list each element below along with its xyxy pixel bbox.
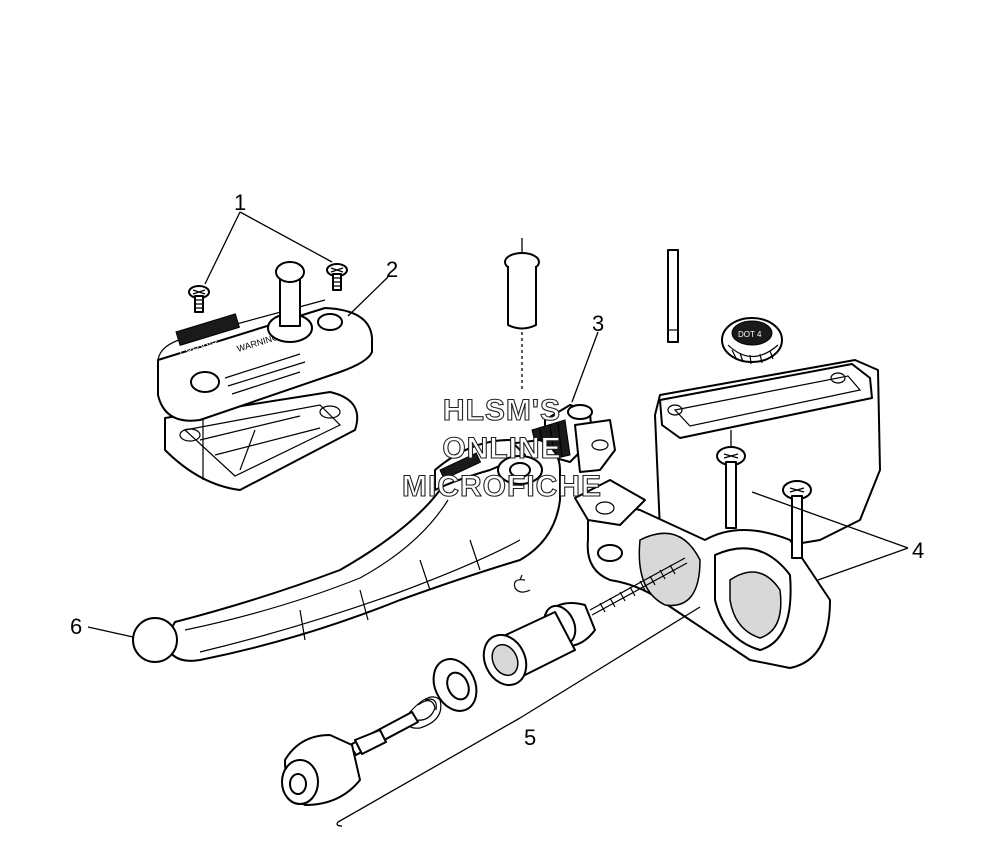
cover-screw-right bbox=[326, 263, 348, 291]
brake-lever bbox=[132, 439, 561, 663]
callout-6: 6 bbox=[70, 614, 82, 639]
leader-1a bbox=[204, 211, 241, 285]
clamp-bolt-front bbox=[782, 480, 812, 559]
leader-4a bbox=[751, 491, 909, 549]
leader-4b bbox=[817, 547, 909, 581]
callout-3: 3 bbox=[592, 311, 604, 336]
leader-1b bbox=[239, 211, 333, 263]
leader-3 bbox=[571, 331, 599, 403]
lever-pivot-pin bbox=[504, 238, 540, 390]
piston-kit bbox=[281, 557, 688, 806]
leader-lines bbox=[87, 211, 909, 827]
callout-4: 4 bbox=[912, 538, 924, 563]
clamp-bolt-rear bbox=[716, 430, 746, 529]
reservoir-cover-assembly: POLARIS WARNING bbox=[157, 261, 373, 491]
reservoir-pin bbox=[667, 249, 679, 343]
leader-5b bbox=[519, 606, 701, 719]
leader-5a bbox=[336, 717, 521, 827]
callout-1: 1 bbox=[234, 190, 246, 215]
callout-5: 5 bbox=[524, 725, 536, 750]
master-cylinder-body bbox=[574, 359, 881, 669]
cap-text: DOT 4 bbox=[738, 330, 762, 339]
watermark-line-1: HLSM'S bbox=[443, 394, 561, 427]
watermark: HLSM'S ONLINE MICROFICHE bbox=[401, 393, 602, 503]
cover-screw-left bbox=[188, 285, 210, 313]
reservoir-cap: DOT 4 bbox=[721, 317, 783, 365]
callout-2: 2 bbox=[386, 257, 398, 282]
leader-6 bbox=[87, 626, 134, 638]
leader-2 bbox=[347, 276, 389, 317]
watermark-line-2: ONLINE bbox=[442, 432, 561, 465]
watermark-line-3: MICROFICHE bbox=[402, 470, 602, 503]
